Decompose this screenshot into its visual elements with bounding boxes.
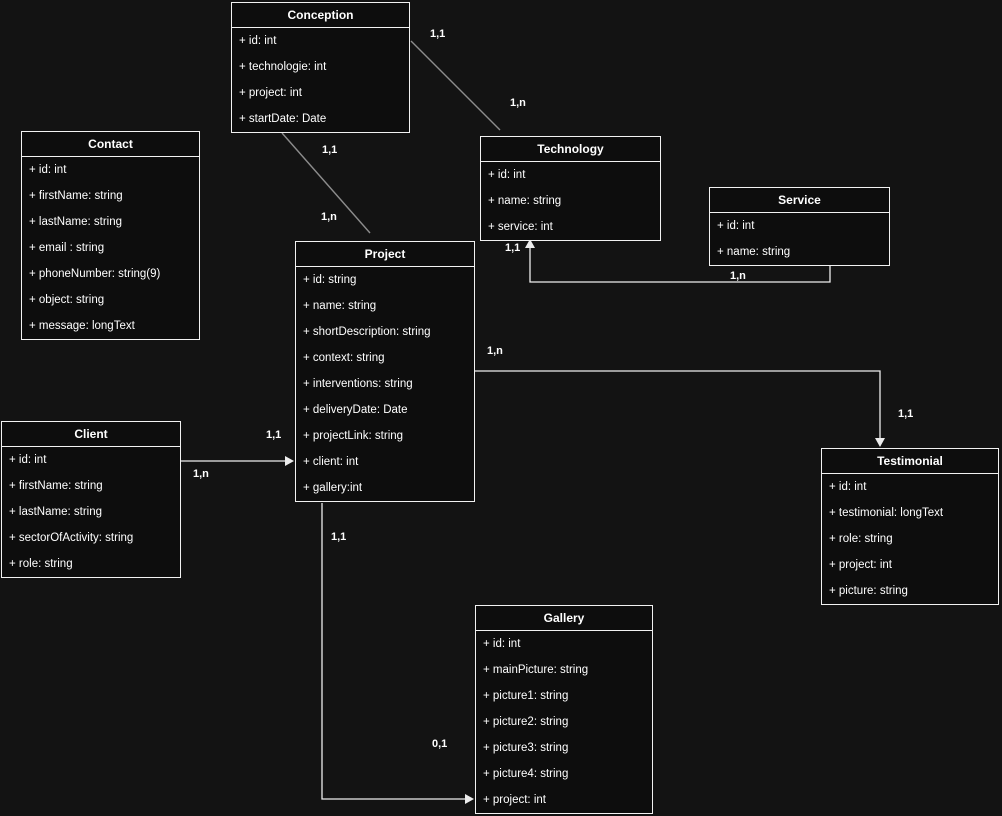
entity-title[interactable]: Contact [22,132,199,157]
attribute-row[interactable]: + sectorOfActivity: string [9,532,134,544]
entity-attributes: + id: int + name: string [710,213,889,265]
attribute-row[interactable]: + context: string [303,352,385,364]
entity-service[interactable]: Service + id: int + name: string [709,187,890,266]
attribute-row[interactable]: + client: int [303,456,359,468]
entity-attributes: + id: int + technologie: int + project: in… [232,28,409,132]
attribute-row[interactable]: + id: int [29,164,67,176]
entity-title[interactable]: Project [296,242,474,267]
cardinality-label[interactable]: 1,n [487,345,503,357]
attribute-row[interactable]: + project: int [483,794,546,806]
attribute-row[interactable]: + project: int [239,87,302,99]
attribute-row[interactable]: + picture: string [829,585,908,597]
attribute-row[interactable]: + testimonial: longText [829,507,944,519]
attribute-row[interactable]: + project: int [829,559,892,571]
attribute-row[interactable]: + projectLink: string [303,430,404,442]
attribute-row[interactable]: + name: string [488,195,562,207]
connector-conception-technology[interactable] [410,40,501,131]
entity-attributes: + id: string + name: string + shortDescrip… [296,267,474,501]
attribute-row[interactable]: + id: int [488,169,526,181]
entity-project[interactable]: Project + id: string + name: string + shor… [295,241,475,502]
attribute-row[interactable]: + service: int [488,221,553,233]
edge-line[interactable] [321,503,468,800]
attribute-row[interactable]: + id: int [239,35,277,47]
entity-client[interactable]: Client + id: int + firstName: string + las… [1,421,181,578]
attribute-row[interactable]: + picture3: string [483,742,569,754]
arrowhead-icon[interactable] [875,438,885,447]
cardinality-label[interactable]: 1,1 [898,408,914,420]
cardinality-label[interactable]: 1,1 [331,531,347,543]
entity-title[interactable]: Client [2,422,180,447]
connector-project-testimonial[interactable] [475,370,885,447]
attribute-row[interactable]: + object: string [29,294,105,306]
entity-conception[interactable]: Conception + id: int+ technologie: int+ … [231,2,410,133]
entity-testimonial[interactable]: Testimonial + id: int + testimonial: long… [821,448,999,605]
entity-title[interactable]: Testimonial [822,449,998,474]
edge-line[interactable] [410,40,501,131]
attribute-row[interactable]: + lastName: string [9,506,102,518]
attribute-row[interactable]: + deliveryDate: Date [303,404,408,416]
attribute-row[interactable]: + shortDescription: string [303,326,431,338]
edge-line[interactable] [475,370,881,441]
entity-contact[interactable]: Contact + id: int + firstName: string + la… [21,131,200,340]
entity-attributes: + id: int + name: string + service: int [481,162,660,240]
attribute-row[interactable]: + gallery:int [303,482,363,494]
entity-title[interactable]: Gallery [476,606,652,631]
attribute-row[interactable]: + firstName: string [29,190,123,202]
entity-attributes: + id: int + testimonial: longText + role: … [822,474,998,604]
entity-technology[interactable]: Technology + id: int + name: string + serv… [480,136,661,241]
attribute-row[interactable]: + startDate: Date [239,113,327,125]
attribute-row[interactable]: + picture4: string [483,768,569,780]
entity-title[interactable]: Service [710,188,889,213]
cardinality-label[interactable]: 1,n [321,211,337,223]
connector-project-gallery[interactable] [321,503,474,804]
attribute-row[interactable]: + firstName: string [9,480,103,492]
attribute-row[interactable]: + name: string [717,246,791,258]
attribute-row[interactable]: + id: string [303,274,357,286]
arrowhead-icon[interactable] [465,794,474,804]
entity-title[interactable]: Conception [232,3,409,28]
attribute-row[interactable]: + id: int [9,454,47,466]
entity-gallery[interactable]: Gallery + id: int+ mainPicture: string+ … [475,605,653,814]
attribute-row[interactable]: + technologie: int [239,61,327,73]
attribute-row[interactable]: + message: longText [29,320,135,332]
cardinality-label[interactable]: 1,1 [505,242,521,254]
cardinality-label[interactable]: 1,1 [430,28,446,40]
attribute-row[interactable]: + role: string [9,558,73,570]
cardinality-label[interactable]: 1,1 [266,429,282,441]
cardinality-label[interactable]: 0,1 [432,738,448,750]
attribute-row[interactable]: + id: int [483,638,521,650]
entity-attributes: + id: int + firstName: string + lastName: … [2,447,180,577]
attribute-row[interactable]: + id: int [829,481,867,493]
attribute-row[interactable]: + picture2: string [483,716,569,728]
cardinality-label[interactable]: 1,n [510,97,526,109]
attribute-row[interactable]: + mainPicture: string [483,664,589,676]
attribute-row[interactable]: + email : string [29,242,105,254]
attribute-row[interactable]: + interventions: string [303,378,413,390]
cardinality-label[interactable]: 1,n [730,270,746,282]
cardinality-label[interactable]: 1,1 [322,144,338,156]
attribute-row[interactable]: + role: string [829,533,893,545]
cardinality-label[interactable]: 1,n [193,468,209,480]
attribute-row[interactable]: + picture1: string [483,690,569,702]
attribute-row[interactable]: + name: string [303,300,377,312]
entity-title[interactable]: Technology [481,137,660,162]
attribute-row[interactable]: + lastName: string [29,216,122,228]
entity-attributes: + id: int + firstName: string + lastName: … [22,157,199,339]
connector-client-project[interactable] [181,456,294,466]
attribute-row[interactable]: + id: int [717,220,755,232]
arrowhead-icon[interactable] [285,456,294,466]
attribute-row[interactable]: + phoneNumber: string(9) [29,268,161,280]
entity-attributes: + id: int + mainPicture: string + picture1… [476,631,652,813]
